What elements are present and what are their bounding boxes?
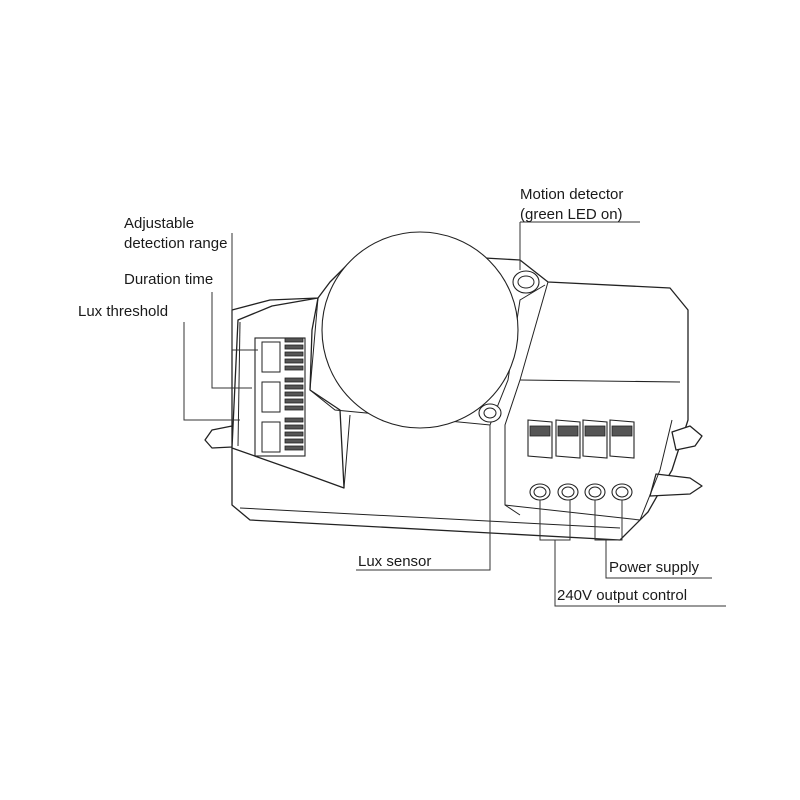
motion-detector-label-1: Motion detector: [520, 186, 624, 203]
switch-rib: [284, 405, 304, 411]
terminal-block: [527, 419, 635, 501]
terminal-socket-inner: [533, 486, 547, 498]
power-supply-label: Power supply: [609, 559, 700, 576]
switch-rib: [284, 358, 304, 364]
lux-threshold-label: Lux threshold: [78, 303, 169, 320]
switch-rib: [284, 438, 304, 444]
motion-detector-label-2: (green LED on): [520, 206, 623, 223]
switch-rib: [284, 337, 304, 343]
leader-lines: [183, 221, 726, 607]
output-control-label: 240V output control: [557, 587, 688, 604]
adjustable-range-label-2: detection range: [124, 235, 228, 252]
switch-rib: [284, 351, 304, 357]
switch-dial: [261, 381, 281, 413]
adjustable-range-label-1: Adjustable: [124, 215, 195, 232]
terminal-socket: [557, 483, 579, 501]
terminal-socket-inner: [561, 486, 575, 498]
terminal-socket-inner: [588, 486, 602, 498]
switch-rib: [284, 391, 304, 397]
switch-rib: [284, 445, 304, 451]
motion-led: [512, 270, 540, 294]
terminal-socket: [611, 483, 633, 501]
switch-rib: [284, 365, 304, 371]
dip-switch-bank: [254, 337, 306, 457]
pir-lens: [321, 231, 519, 429]
duration-time-label: Duration time: [124, 271, 214, 288]
lux-sensor-label: Lux sensor: [358, 553, 432, 570]
switch-rib: [284, 398, 304, 404]
lux-sensor-window: [478, 403, 502, 423]
terminal-lever: [584, 425, 606, 437]
switch-rib: [284, 384, 304, 390]
terminal-socket-inner: [615, 486, 629, 498]
switch-rib: [284, 377, 304, 383]
terminal-lever: [611, 425, 633, 437]
terminal-socket: [529, 483, 551, 501]
terminal-lever: [529, 425, 551, 437]
switch-rib: [284, 344, 304, 350]
switch-dial: [261, 341, 281, 373]
switch-rib: [284, 424, 304, 430]
switch-rib: [284, 417, 304, 423]
switch-dial: [261, 421, 281, 453]
switch-rib: [284, 431, 304, 437]
terminal-socket: [584, 483, 606, 501]
terminal-lever: [557, 425, 579, 437]
